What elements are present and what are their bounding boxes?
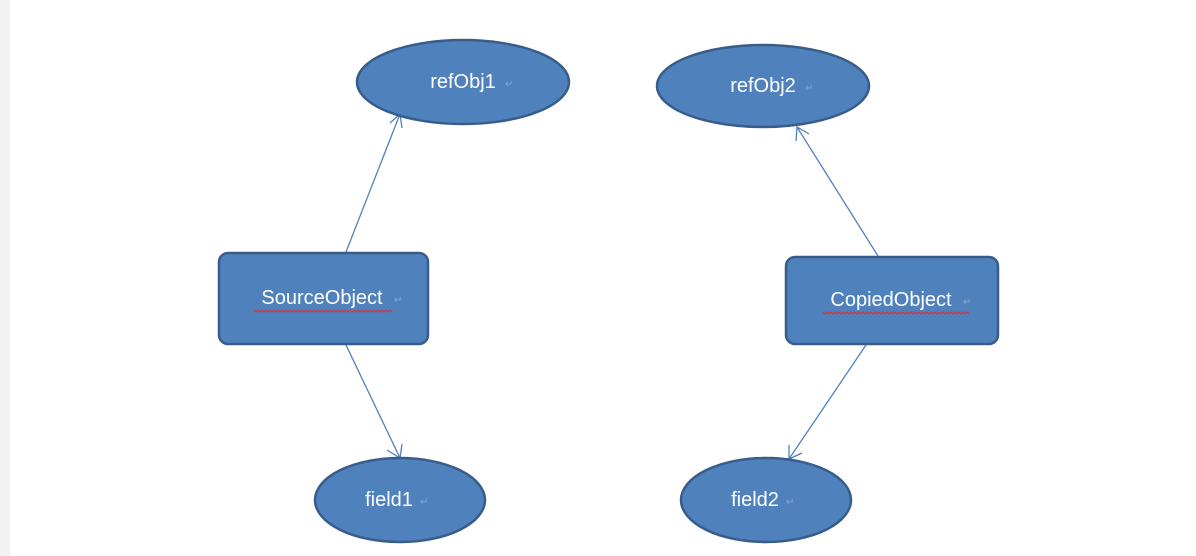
node-field1: field1 ↵ — [313, 456, 487, 544]
node-field2: field2 ↵ — [679, 456, 853, 544]
edge-copiedobject-to-refobj2 — [795, 125, 879, 257]
spellcheck-squiggle — [253, 309, 393, 313]
paragraph-mark-icon: ↵ — [505, 79, 513, 90]
node-label-field2: field2 — [731, 489, 779, 511]
paragraph-mark-icon: ↵ — [786, 497, 794, 508]
paragraph-mark-icon: ↵ — [420, 497, 428, 508]
left-margin-strip — [0, 0, 10, 556]
paragraph-mark-icon: ↵ — [805, 83, 813, 94]
node-refobj2: refObj2 ↵ — [655, 43, 871, 129]
edges — [345, 112, 879, 461]
paragraph-mark-icon: ↵ — [963, 297, 971, 308]
node-refobj1: refObj1 ↵ — [355, 38, 571, 126]
node-label-copiedobject: CopiedObject — [830, 289, 952, 311]
node-copiedobject: CopiedObject ↵ — [784, 255, 1000, 346]
edge-sourceobject-to-field1 — [345, 344, 403, 460]
node-label-field1: field1 — [365, 489, 413, 511]
node-sourceobject: SourceObject ↵ — [217, 251, 430, 346]
edge-sourceobject-to-refobj1 — [345, 112, 403, 253]
edge-copiedobject-to-field2 — [788, 344, 867, 461]
spellcheck-squiggle — [822, 311, 970, 315]
paragraph-mark-icon: ↵ — [394, 295, 402, 306]
node-label-refobj1: refObj1 — [430, 71, 496, 93]
node-label-refobj2: refObj2 — [730, 75, 796, 97]
node-label-sourceobject: SourceObject — [261, 287, 383, 309]
